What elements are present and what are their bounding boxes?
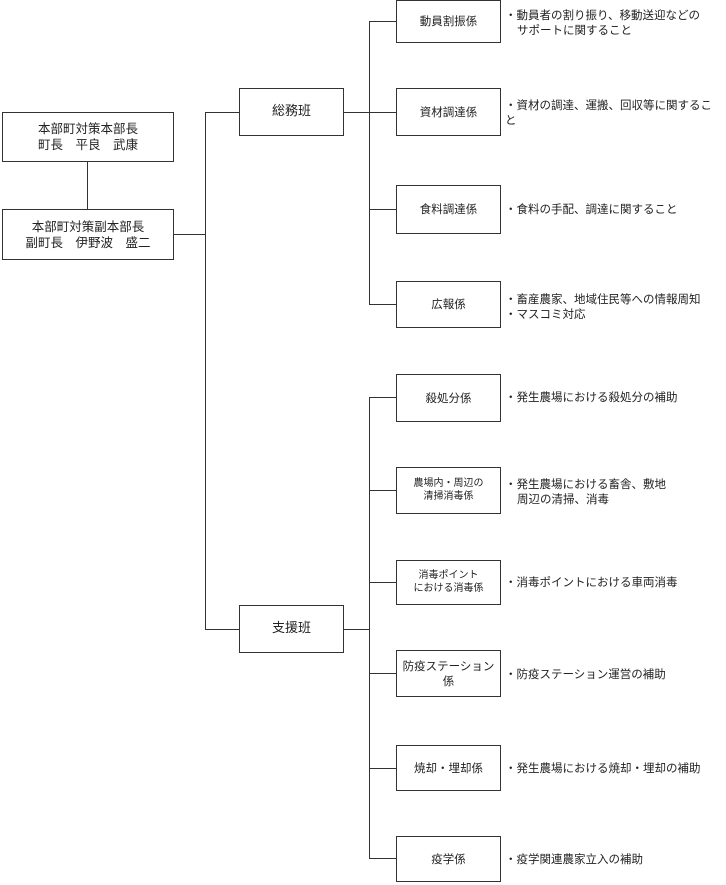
mobilization-unit-label: 動員割振係 [419, 14, 478, 29]
farm-cleaning-duties: ・発生農場における畜舎、敷地 周辺の清掃、消毒 [505, 477, 666, 507]
station-connector [369, 673, 396, 674]
chief-title: 本部町対策本部長 [37, 121, 138, 137]
culling-unit: 殺処分係 [396, 374, 501, 422]
food-duties-line1: ・食料の手配、調達に関すること [505, 202, 678, 216]
checkpoint-unit-label-line2: における消毒係 [413, 582, 484, 594]
pr-connector [369, 304, 396, 305]
mobilization-unit: 動員割振係 [396, 0, 501, 43]
farm-cleaning-connector [369, 490, 396, 491]
burial-duties-line1: ・発生農場における焼却・埋却の補助 [505, 761, 701, 775]
quarantine-station-unit: 防疫ステーション 係 [396, 650, 501, 697]
general-team-connector [205, 112, 239, 113]
food-connector [369, 209, 396, 210]
support-team-connector [205, 629, 239, 630]
epidemiology-unit-label: 疫学係 [431, 851, 466, 866]
mobilization-duties: ・動員者の割り振り、移動送迎などの サポートに関すること [505, 8, 700, 38]
food-duties: ・食料の手配、調達に関すること [505, 202, 678, 217]
mobilization-duties-line1: ・動員者の割り振り、移動送迎などの [505, 8, 701, 22]
culling-duties-line1: ・発生農場における殺処分の補助 [505, 390, 678, 404]
support-unit-trunk [369, 397, 370, 859]
quarantine-station-duties: ・防疫ステーション運営の補助 [505, 667, 666, 682]
checkpoint-duties-line1: ・消毒ポイントにおける車両消毒 [505, 575, 678, 589]
general-branch-connector [343, 112, 370, 113]
epidemiology-connector [369, 858, 396, 859]
general-unit-trunk [369, 21, 370, 305]
deputy-trunk-connector [173, 234, 206, 235]
epidemiology-duties: ・疫学関連農家立入の補助 [505, 852, 643, 867]
epidemiology-duties-line1: ・疫学関連農家立入の補助 [505, 852, 643, 866]
deputy-title: 本部町対策副本部長 [31, 218, 145, 234]
quarantine-station-unit-label-line1: 防疫ステーション [402, 659, 495, 674]
team-trunk-line [205, 112, 206, 630]
pr-duties-line1: ・畜産農家、地域住民等への情報周知 [505, 292, 701, 306]
checkpoint-unit: 消毒ポイント における消毒係 [396, 560, 501, 605]
materials-unit: 資材調達係 [396, 88, 501, 136]
epidemiology-unit: 疫学係 [396, 836, 501, 882]
materials-duties: ・資材の調達、運搬、回収等に関するこ と [505, 98, 712, 128]
pr-duties-line2: ・マスコミ対応 [505, 306, 586, 321]
pr-duties: ・畜産農家、地域住民等への情報周知 ・マスコミ対応 [505, 292, 701, 322]
farm-cleaning-unit-label-line2: 清掃消毒係 [423, 490, 474, 502]
materials-duties-line1: ・資材の調達、運搬、回収等に関するこ [505, 98, 712, 112]
burial-unit: 焼却・埋却係 [396, 745, 501, 791]
support-team-label: 支援班 [271, 620, 311, 636]
materials-connector [369, 112, 396, 113]
pr-unit: 広報係 [396, 281, 501, 328]
burial-connector [369, 768, 396, 769]
mobilization-connector [369, 21, 396, 22]
quarantine-station-unit-label-line2: 係 [442, 673, 455, 688]
chief-deputy-connector [87, 161, 88, 209]
farm-cleaning-unit-label-line1: 農場内・周辺の [413, 478, 484, 489]
food-unit-label: 食料調達係 [419, 202, 478, 217]
pr-unit-label: 広報係 [431, 297, 466, 312]
support-team: 支援班 [239, 605, 344, 653]
materials-duties-line2: と [505, 112, 517, 127]
checkpoint-duties: ・消毒ポイントにおける車両消毒 [505, 575, 678, 590]
checkpoint-unit-label-line1: 消毒ポイント [418, 570, 479, 581]
culling-connector [369, 397, 396, 398]
farm-cleaning-unit: 農場内・周辺の 清掃消毒係 [396, 467, 501, 514]
food-unit: 食料調達係 [396, 185, 501, 234]
checkpoint-connector [369, 582, 396, 583]
general-affairs-team: 総務班 [239, 88, 344, 136]
farm-cleaning-duties-line1: ・発生農場における畜舎、敷地 [505, 477, 666, 491]
chief-name: 町長 平良 武康 [37, 137, 138, 152]
culling-duties: ・発生農場における殺処分の補助 [505, 390, 678, 405]
deputy-name: 副町長 伊野波 盛二 [25, 234, 151, 250]
mobilization-duties-line2: サポートに関すること [517, 22, 632, 37]
burial-unit-label: 焼却・埋却係 [414, 760, 483, 775]
support-branch-connector [343, 629, 370, 630]
culling-unit-label: 殺処分係 [425, 390, 472, 405]
farm-cleaning-duties-line2: 周辺の清掃、消毒 [517, 491, 609, 506]
chief-box: 本部町対策本部長 町長 平良 武康 [2, 112, 174, 162]
materials-unit-label: 資材調達係 [419, 104, 478, 119]
general-affairs-team-label: 総務班 [271, 103, 311, 119]
quarantine-station-duties-line1: ・防疫ステーション運営の補助 [505, 667, 666, 681]
deputy-box: 本部町対策副本部長 副町長 伊野波 盛二 [2, 209, 174, 260]
burial-duties: ・発生農場における焼却・埋却の補助 [505, 761, 701, 776]
